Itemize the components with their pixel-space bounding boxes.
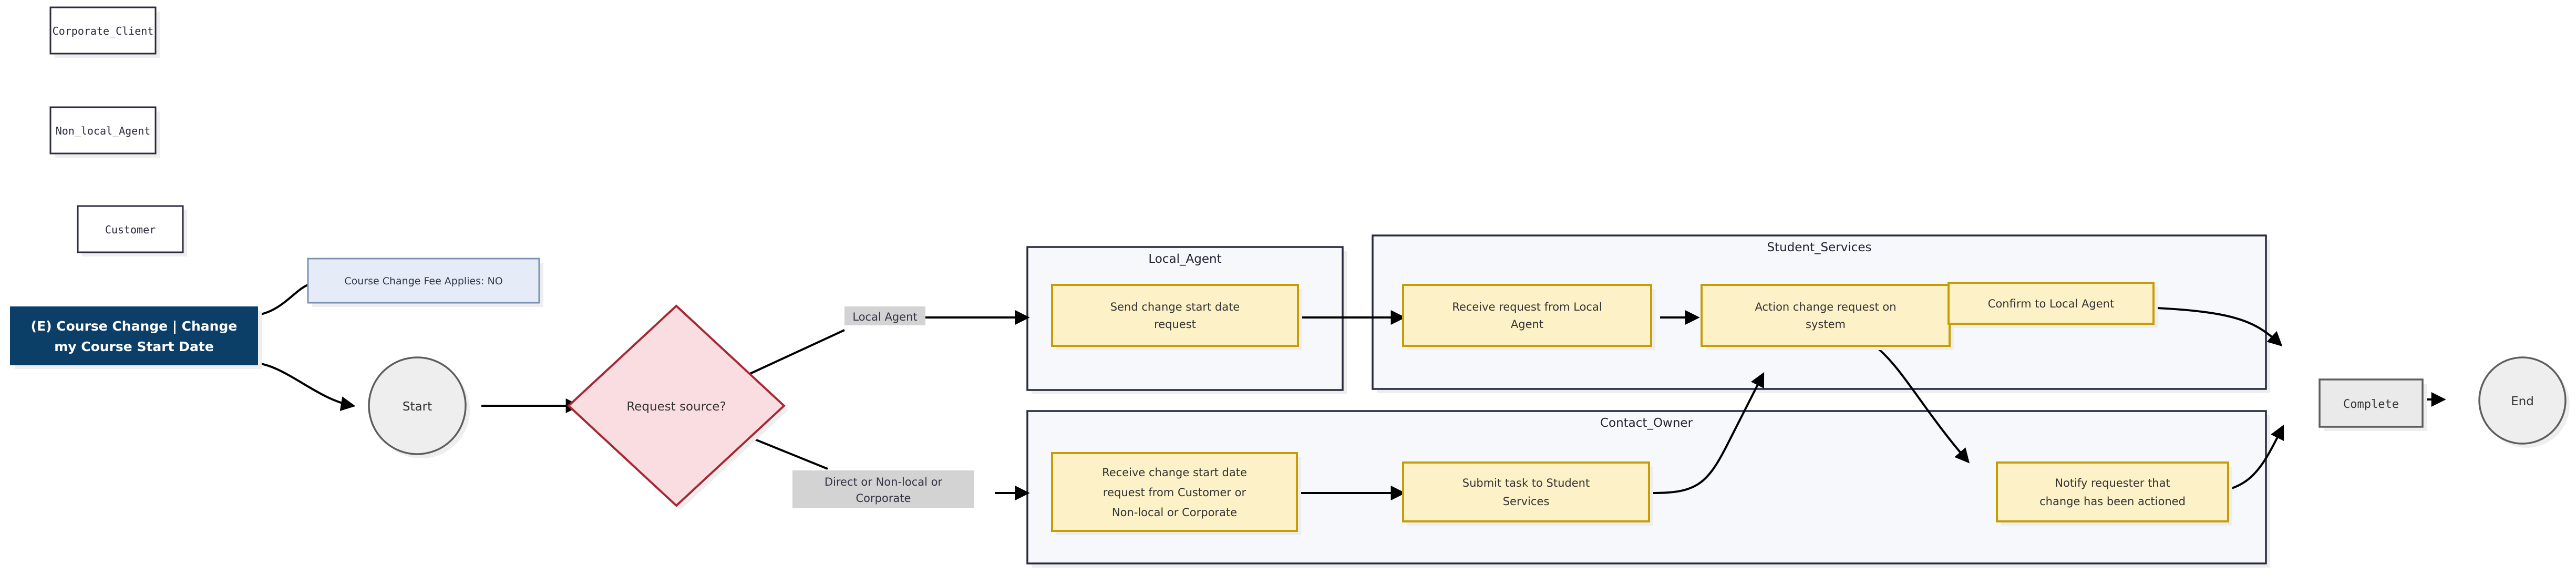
node-action-change-request-on-system-line1: Action change request on — [1755, 301, 1896, 313]
hero-node-label-line2: my Course Start Date — [54, 339, 214, 354]
node-send-change-start-date-request[interactable]: Send change start date request — [1051, 284, 1302, 350]
edge-hero-to-start — [251, 362, 356, 411]
edge-label-local-agent-text: Local Agent — [852, 311, 917, 323]
node-receive-change-start-date-request[interactable]: Receive change start date request from C… — [1051, 452, 1301, 535]
node-receive-request-from-local-agent-line1: Receive request from Local — [1452, 301, 1602, 313]
edge-action-to-notify — [1875, 346, 1970, 464]
edge-label-direct-nonlocal-corporate: Direct or Non-local or Corporate — [792, 470, 974, 508]
hero-node[interactable]: (E) Course Change | Change my Course Sta… — [10, 306, 262, 369]
node-receive-change-start-date-request-line2: request from Customer or — [1103, 486, 1246, 499]
hero-node-label-line1: (E) Course Change | Change — [31, 319, 238, 334]
node-notify-requester[interactable]: Notify requester that change has been ac… — [1996, 461, 2232, 526]
node-submit-task-to-student-services-line1: Submit task to Student — [1462, 477, 1590, 489]
cluster-local-agent-title: Local_Agent — [1148, 252, 1221, 266]
node-receive-change-start-date-request-line1: Receive change start date — [1102, 466, 1247, 479]
legend-non-local-agent-label: Non_local_Agent — [56, 125, 151, 137]
cluster-student-services-title: Student_Services — [1767, 241, 1871, 254]
node-submit-task-to-student-services-line2: Services — [1503, 495, 1550, 508]
start-node-label: Start — [403, 400, 432, 414]
end-node[interactable]: End — [2478, 356, 2570, 448]
legend-corporate-client-label: Corporate_Client — [53, 25, 154, 37]
node-notify-requester-line1: Notify requester that — [2055, 477, 2170, 489]
legend-customer[interactable]: Customer — [77, 205, 187, 256]
edge-label-direct-line1: Direct or Non-local or — [825, 476, 943, 488]
edge-label-direct-line2: Corporate — [856, 492, 911, 505]
end-node-label: End — [2511, 395, 2534, 408]
start-node[interactable]: Start — [368, 356, 470, 458]
node-complete[interactable]: Complete — [2319, 378, 2427, 431]
node-submit-task-to-student-services[interactable]: Submit task to Student Services — [1402, 461, 1653, 526]
edge-decision-to-contact-a — [741, 433, 828, 470]
edge-decision-to-local-a — [741, 329, 845, 378]
legend-corporate-client[interactable]: Corporate_Client — [49, 6, 160, 58]
node-receive-request-from-local-agent[interactable]: Receive request from Local Agent — [1402, 284, 1655, 350]
cluster-contact-owner-title: Contact_Owner — [1600, 416, 1693, 430]
node-action-change-request-on-system[interactable]: Action change request on system — [1701, 284, 1954, 350]
legend-non-local-agent[interactable]: Non_local_Agent — [49, 106, 160, 158]
legend-customer-label: Customer — [105, 223, 156, 236]
node-confirm-to-local-agent[interactable]: Confirm to Local Agent — [1948, 282, 2158, 328]
edge-label-local-agent: Local Agent — [844, 306, 925, 325]
node-receive-change-start-date-request-line3: Non-local or Corporate — [1112, 506, 1237, 519]
node-send-change-start-date-request-line1: Send change start date — [1110, 301, 1240, 313]
node-action-change-request-on-system-line2: system — [1806, 318, 1846, 331]
decision-request-source-label: Request source? — [626, 400, 726, 414]
node-receive-request-from-local-agent-line2: Agent — [1511, 318, 1543, 331]
edge-submit-to-action — [1653, 372, 1765, 494]
node-notify-requester-line2: change has been actioned — [2039, 495, 2186, 508]
node-confirm-to-local-agent-line1: Confirm to Local Agent — [1988, 297, 2114, 310]
node-complete-label: Complete — [2343, 398, 2399, 411]
node-send-change-start-date-request-line2: request — [1154, 318, 1196, 331]
edge-hero-to-note — [251, 284, 308, 316]
decision-request-source[interactable]: Request source? — [567, 304, 788, 510]
note-fee[interactable]: Course Change Fee Applies: NO — [307, 258, 543, 307]
note-fee-label: Course Change Fee Applies: NO — [344, 275, 502, 287]
